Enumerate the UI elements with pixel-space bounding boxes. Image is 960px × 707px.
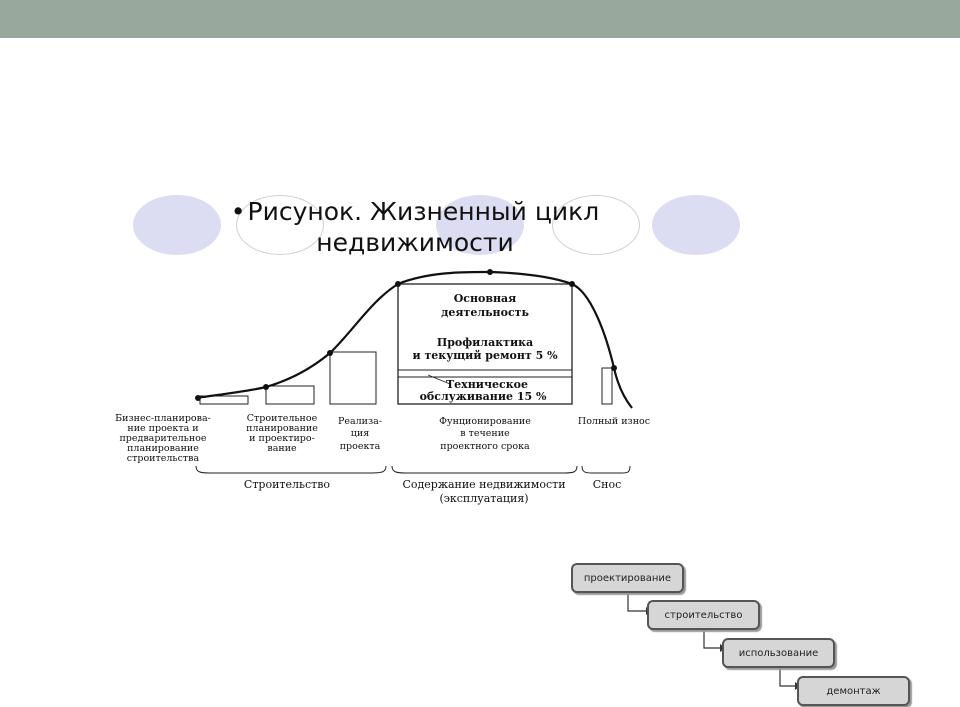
- stage2-line-1: Строительное: [247, 413, 318, 424]
- flow-step-construction: строительство: [647, 600, 760, 630]
- stage4-line-1: Фунционирование: [439, 416, 531, 427]
- brace-maintenance: [391, 465, 578, 474]
- stage3-line-1: Реализа-: [338, 416, 382, 427]
- curve-point-2: [263, 384, 269, 390]
- curve-point-6: [569, 281, 575, 287]
- stage1-line-2: ние проекта и: [127, 423, 198, 434]
- decor-ellipse-1: [133, 195, 221, 255]
- stage-label-4: Фунционирование в течение проектного сро…: [439, 416, 531, 452]
- stage-label-3: Реализа- ция проекта: [338, 416, 382, 452]
- decor-ellipse-4: [552, 195, 640, 255]
- box-main-line-1: Основная: [454, 292, 517, 305]
- flow-connector-1: [627, 591, 646, 612]
- stage1-line-3: предварительное: [119, 433, 206, 444]
- flow-step-usage: использование: [722, 638, 835, 668]
- group-label-maintenance-2: (эксплуатация): [439, 492, 528, 505]
- flow-step-dismantling: демонтаж: [797, 676, 910, 706]
- pointer-line: [427, 374, 451, 385]
- flow-connector-2: [703, 628, 720, 649]
- stage2-line-2: планирование: [246, 423, 318, 434]
- brace-construction: [195, 465, 387, 474]
- curve-point-5: [487, 269, 493, 275]
- decor-ellipse-5: [652, 195, 740, 255]
- curve-point-3: [327, 350, 333, 356]
- title-line-2: недвижимости: [316, 228, 514, 257]
- slide-title: •Рисунок. Жизненный цикл недвижимости: [180, 196, 650, 258]
- group-label-demolition: Снос: [593, 478, 622, 491]
- stage-box-3: [329, 351, 377, 405]
- stage1-line-1: Бизнес-планирова-: [115, 413, 211, 424]
- stage1-line-4: планирование: [127, 443, 199, 454]
- box-low-line-2: обслуживание 15 %: [420, 390, 547, 403]
- title-line-1: Рисунок. Жизненный цикл: [247, 197, 600, 226]
- box-mid-line-2: и текущий ремонт 5 %: [412, 349, 558, 362]
- decor-ellipse-3: [436, 195, 524, 255]
- decor-ellipse-2: [236, 195, 324, 255]
- title-bullet: •: [230, 197, 246, 226]
- brace-demolition: [581, 465, 631, 474]
- stage-box-2: [265, 385, 315, 405]
- stage-box-5: [601, 367, 613, 405]
- stage-label-1: Бизнес-планирова- ние проекта и предвари…: [115, 413, 211, 464]
- box-main-line-2: деятельность: [441, 306, 529, 319]
- box-low-line-1: Техническое: [446, 378, 528, 391]
- life-cycle-curve: [195, 270, 633, 409]
- stage-label-2: Строительное планирование и проектиро- в…: [246, 413, 318, 454]
- curve-point-7: [611, 365, 617, 371]
- stage3-line-2: ция: [351, 428, 369, 439]
- operation-box: [397, 283, 573, 405]
- stage2-line-3: и проектиро-: [249, 433, 315, 444]
- box-mid-line-1: Профилактика: [437, 336, 533, 349]
- group-label-construction: Строительство: [244, 478, 331, 491]
- flow-step-design: проектирование: [571, 563, 684, 593]
- group-label-maintenance-1: Содержание недвижимости: [402, 478, 565, 491]
- stage1-line-5: строительства: [127, 453, 200, 464]
- flow-connector-3: [779, 666, 795, 687]
- stage4-line-3: проектного срока: [440, 441, 530, 452]
- stage3-line-3: проекта: [340, 441, 381, 452]
- stage4-line-2: в течение: [460, 428, 510, 439]
- curve-point-4: [395, 281, 401, 287]
- stage2-line-4: вание: [267, 443, 297, 454]
- top-banner: [0, 0, 960, 38]
- stage-label-5: Полный износ: [578, 416, 650, 427]
- curve-point-1: [195, 395, 201, 401]
